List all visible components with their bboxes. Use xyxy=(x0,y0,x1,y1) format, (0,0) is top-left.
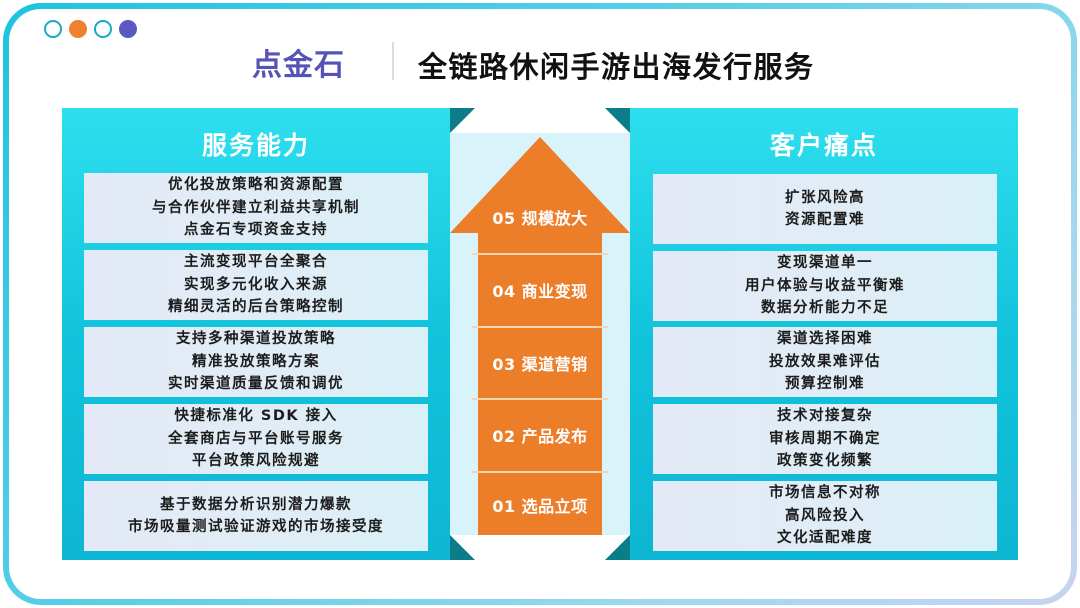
card-line: 市场吸量测试验证游戏的市场接受度 xyxy=(128,519,384,535)
card-line: 全套商店与平台账号服务 xyxy=(168,430,344,447)
ring-dot-icon xyxy=(44,20,62,38)
card-line: 审核周期不确定 xyxy=(769,430,881,447)
decorative-dots xyxy=(44,20,137,38)
card-line: 快捷标准化 SDK 接入 xyxy=(174,408,338,425)
card-line: 数据分析能力不足 xyxy=(761,300,889,317)
card-line: 文化适配难度 xyxy=(777,530,873,547)
step-label-04: 04 商业变现 xyxy=(492,282,588,301)
card-line: 实现多元化收入来源 xyxy=(184,276,328,293)
page-title: 全链路休闲手游出海发行服务 xyxy=(418,50,815,84)
title-divider xyxy=(392,42,394,80)
card-line: 实时渠道质量反馈和调优 xyxy=(168,376,344,393)
card-line: 点金石专项资金支持 xyxy=(184,222,328,239)
card-line: 资源配置难 xyxy=(785,212,865,228)
card-line: 精准投放策略方案 xyxy=(192,353,320,370)
card-line: 主流变现平台全聚合 xyxy=(184,254,328,271)
orange-dot-icon xyxy=(69,20,87,38)
step-divider xyxy=(472,253,608,255)
card-line: 变现渠道单一 xyxy=(777,255,873,272)
capability-card: 快捷标准化 SDK 接入 全套商店与平台账号服务 平台政策风险规避 xyxy=(84,404,428,474)
step-label-01: 01 选品立项 xyxy=(492,497,588,516)
pain-point-card: 变现渠道单一 用户体验与收益平衡难 数据分析能力不足 xyxy=(653,251,997,321)
card-line: 基于数据分析识别潜力爆款 xyxy=(160,496,352,513)
capability-card: 基于数据分析识别潜力爆款 市场吸量测试验证游戏的市场接受度 xyxy=(84,481,428,551)
card-line: 平台政策风险规避 xyxy=(192,453,320,470)
capability-card: 优化投放策略和资源配置 与合作伙伴建立利益共享机制 点金石专项资金支持 xyxy=(84,173,428,243)
card-line: 技术对接复杂 xyxy=(777,408,873,425)
card-line: 优化投放策略和资源配置 xyxy=(168,177,344,194)
card-line: 与合作伙伴建立利益共享机制 xyxy=(152,199,360,216)
step-label-02: 02 产品发布 xyxy=(492,427,588,446)
fold-corner xyxy=(605,108,630,133)
customer-pain-points-panel: 客户痛点 扩张风险高 资源配置难 变现渠道单一 用户体验与收益平衡难 数据分析能… xyxy=(630,108,1018,560)
capability-card: 主流变现平台全聚合 实现多元化收入来源 精细灵活的后台策略控制 xyxy=(84,250,428,320)
fold-corner xyxy=(450,535,475,560)
step-label-03: 03 渠道营销 xyxy=(492,355,588,374)
pain-point-card: 渠道选择困难 投放效果难评估 预算控制难 xyxy=(653,327,997,397)
card-line: 精细灵活的后台策略控制 xyxy=(168,299,344,316)
card-line: 市场信息不对称 xyxy=(769,485,881,502)
ring-dot-icon xyxy=(94,20,112,38)
service-capability-panel: 服务能力 优化投放策略和资源配置 与合作伙伴建立利益共享机制 点金石专项资金支持… xyxy=(62,108,450,560)
card-line: 政策变化频繁 xyxy=(777,453,873,470)
purple-dot-icon xyxy=(119,20,137,38)
capability-card: 支持多种渠道投放策略 精准投放策略方案 实时渠道质量反馈和调优 xyxy=(84,327,428,397)
card-line: 用户体验与收益平衡难 xyxy=(745,277,905,294)
panel-title: 服务能力 xyxy=(201,131,310,160)
card-line: 预算控制难 xyxy=(785,376,865,393)
pain-point-card: 技术对接复杂 审核周期不确定 政策变化频繁 xyxy=(653,404,997,474)
card-line: 高风险投入 xyxy=(785,507,865,524)
fold-corner xyxy=(605,535,630,560)
fold-corner xyxy=(450,108,475,133)
card-line: 投放效果难评估 xyxy=(769,353,881,370)
pain-point-card: 市场信息不对称 高风险投入 文化适配难度 xyxy=(653,481,997,551)
panel-title: 客户痛点 xyxy=(769,131,878,160)
brand-logo: 点金石 xyxy=(252,48,345,83)
card-line: 扩张风险高 xyxy=(785,189,865,206)
step-label-05: 05 规模放大 xyxy=(492,209,588,228)
step-divider xyxy=(472,398,608,400)
step-divider xyxy=(472,326,608,328)
step-divider xyxy=(472,471,608,473)
up-arrow-shaft xyxy=(478,232,602,535)
pain-point-card: 扩张风险高 资源配置难 xyxy=(653,174,997,244)
card-line: 支持多种渠道投放策略 xyxy=(176,331,336,348)
card-line: 渠道选择困难 xyxy=(777,331,873,348)
